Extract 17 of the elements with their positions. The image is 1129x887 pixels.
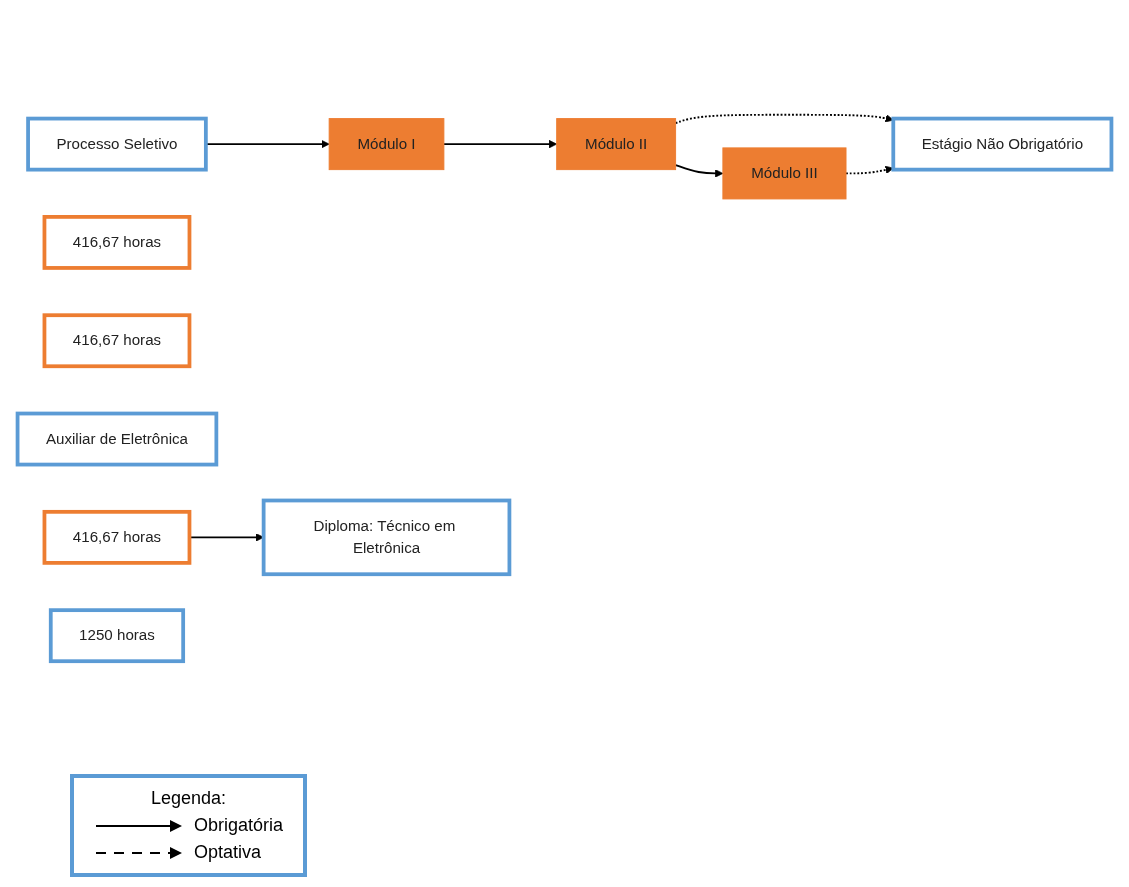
arrow [674,113,894,125]
arrow [674,164,724,178]
node-box: 416,67 horas [42,313,192,369]
node-box: Módulo II [556,118,677,171]
node-box: Auxiliar de Eletrônica [15,411,219,467]
node-box: Módulo III [722,147,847,200]
node-box: 416,67 horas [42,215,192,270]
legend-title: Legenda: [150,788,228,809]
node-box: Processo Seletivo [26,116,208,172]
node-box: Diploma: Técnico em Eletrônica [261,498,512,577]
node-box: 416,67 horas [42,509,192,565]
arrow [442,139,558,149]
node-box: 1250 horas [48,608,186,664]
node-box: Estágio Não Obrigatório [891,116,1114,172]
legend-text: Optativa [194,842,262,863]
node-box: Módulo I [328,118,445,171]
legend-text: Obrigatória [194,815,284,836]
